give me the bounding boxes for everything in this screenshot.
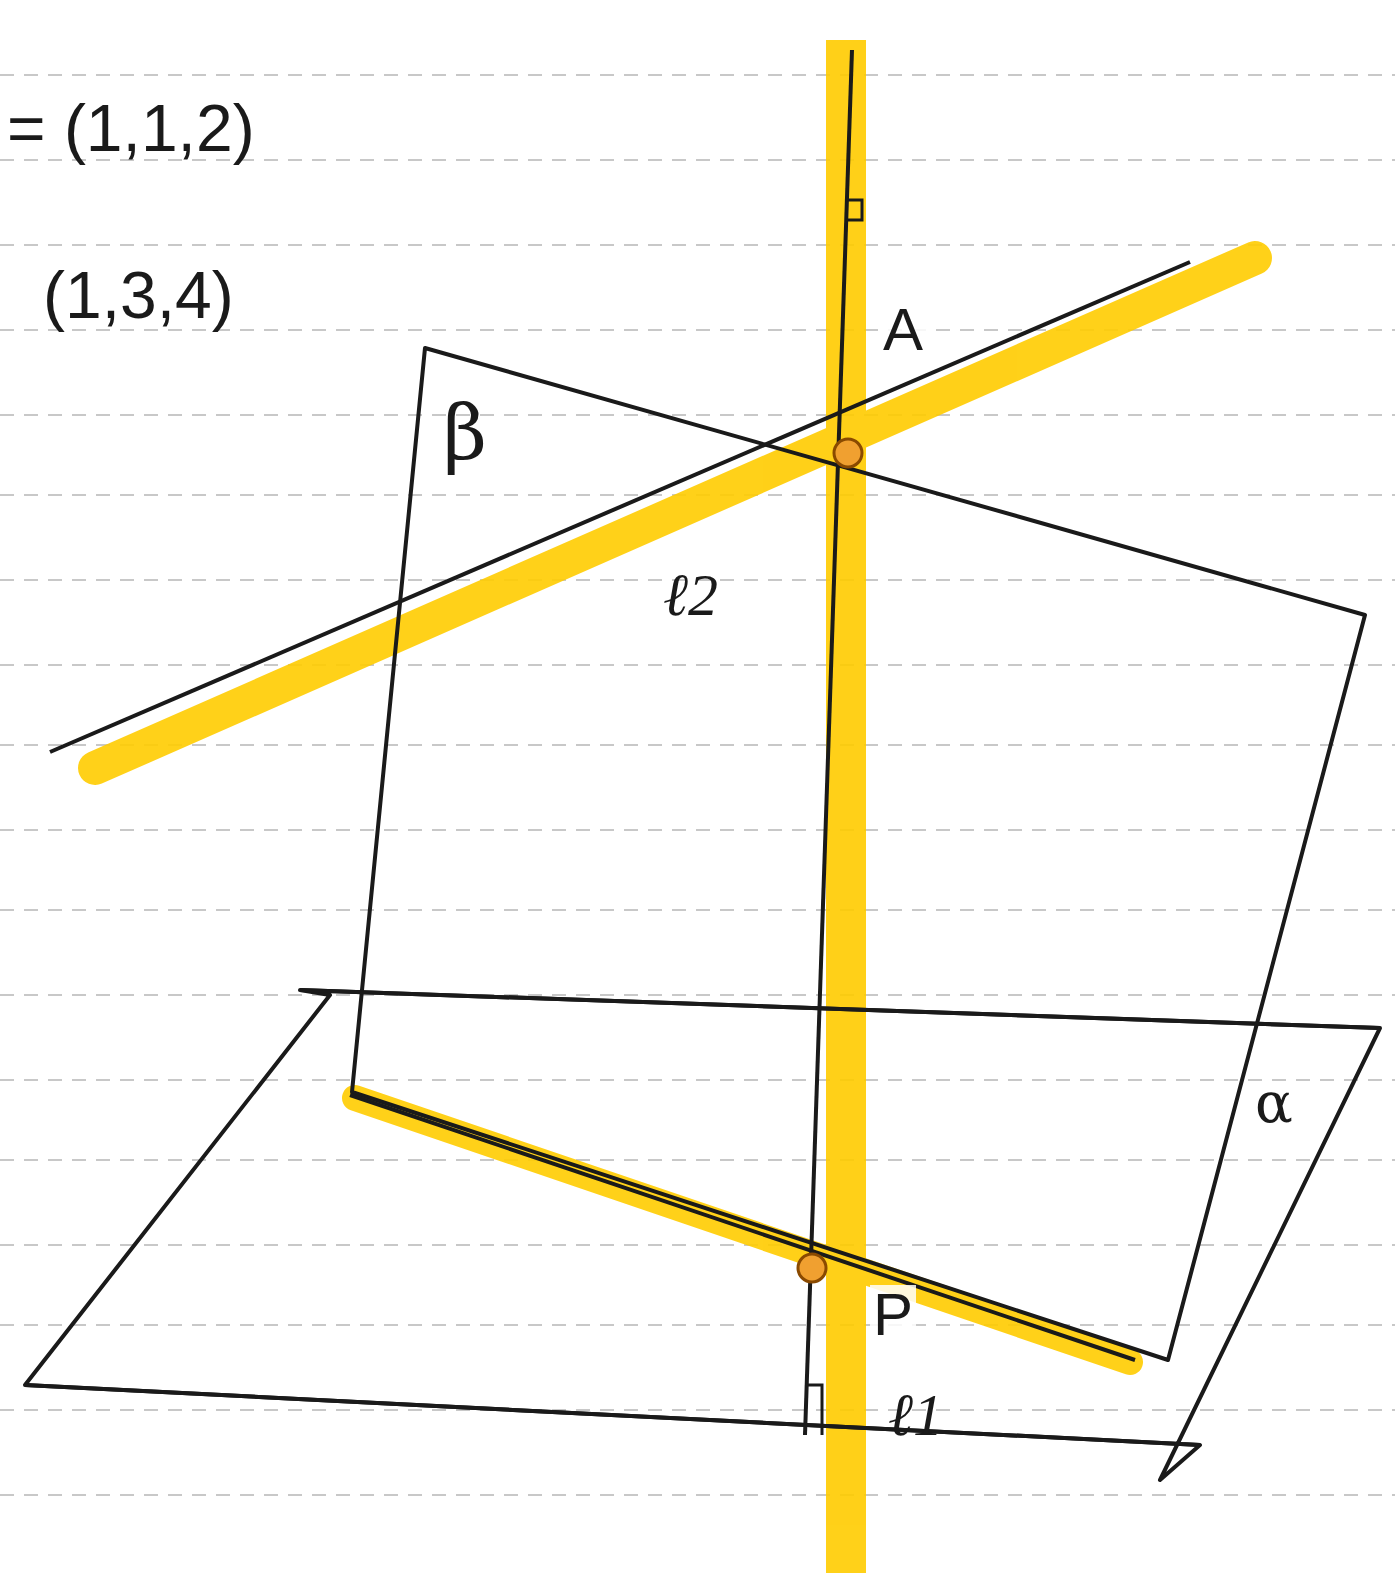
line-l2	[50, 262, 1190, 752]
highlighter	[95, 40, 1255, 1573]
points	[798, 439, 862, 1282]
point-label: A	[880, 300, 926, 360]
perpendicular-line	[805, 50, 852, 1435]
coordinate-label: = (1,1,2)	[4, 95, 258, 161]
planes	[25, 348, 1380, 1480]
right-angle-mark	[848, 200, 862, 220]
ruled-paper	[0, 75, 1395, 1495]
plane-label: β	[440, 395, 490, 471]
point-p	[798, 1254, 826, 1282]
plane-alpha	[25, 990, 1380, 1480]
point-a	[834, 439, 862, 467]
point-label: P	[870, 1285, 916, 1345]
line-label: ℓ2	[660, 565, 721, 625]
lines	[50, 50, 1190, 1435]
line-l1	[350, 1095, 1135, 1360]
plane-label: α	[1252, 1075, 1296, 1131]
right-angle-mark	[808, 1385, 822, 1435]
line-label: ℓ1	[885, 1385, 946, 1445]
coordinate-label: (1,3,4)	[40, 262, 237, 328]
plane-beta	[352, 348, 1365, 1360]
